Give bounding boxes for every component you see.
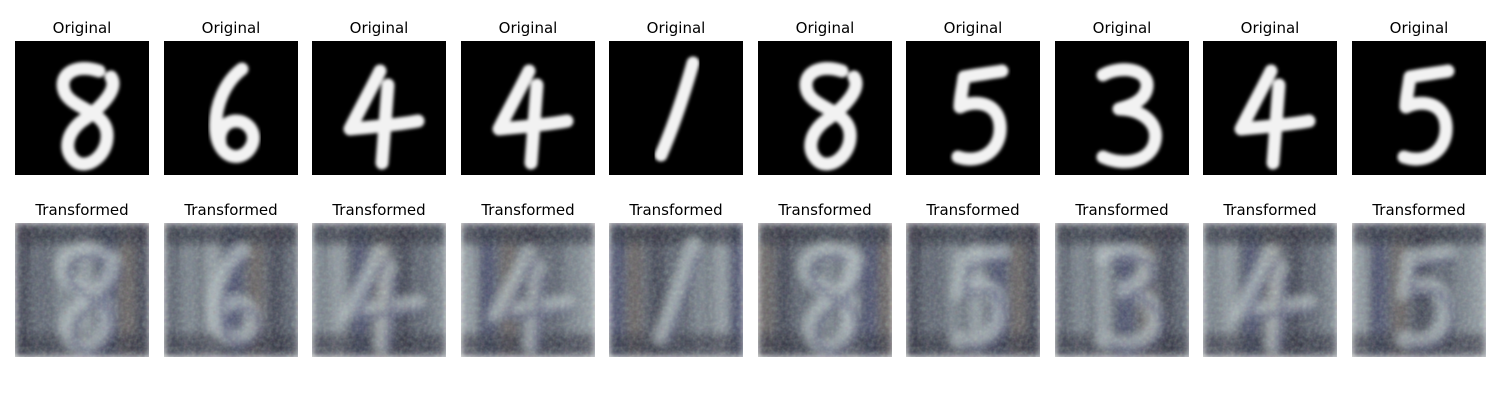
digit-stroke [951, 64, 1009, 166]
transformed-image [1352, 223, 1486, 357]
transformed-image [906, 223, 1040, 357]
digit-stroke [492, 64, 574, 170]
panel-title: Transformed [1223, 201, 1317, 219]
digit-image [15, 41, 149, 175]
digit-stroke [1096, 63, 1162, 169]
panel-title: Transformed [35, 201, 129, 219]
panel-title: Original [349, 19, 409, 37]
digit-image [1203, 41, 1337, 175]
transformed-image [312, 223, 446, 357]
panel-title: Transformed [481, 201, 575, 219]
digit-stroke [209, 62, 260, 163]
digit-image [906, 41, 1040, 175]
digit-stroke [1397, 64, 1455, 166]
panel-title: Transformed [778, 201, 872, 219]
digit-stroke [654, 56, 700, 162]
digit-image [1055, 41, 1189, 175]
panel-title: Transformed [926, 201, 1020, 219]
digit-stroke [343, 64, 425, 170]
panel-title: Transformed [184, 201, 278, 219]
digit-image [461, 41, 595, 175]
digit-image [758, 41, 892, 175]
transformed-image [461, 223, 595, 357]
panel-title: Transformed [332, 201, 426, 219]
panel-title: Original [1092, 19, 1152, 37]
digit-stroke [799, 61, 863, 171]
transformed-image [758, 223, 892, 357]
digit-stroke [56, 61, 120, 171]
panel-title: Original [646, 19, 706, 37]
digit-stroke [1234, 64, 1316, 170]
panel-title: Original [1240, 19, 1300, 37]
panel-title: Original [52, 19, 112, 37]
panel-title: Transformed [629, 201, 723, 219]
panel-title: Original [795, 19, 855, 37]
panel-title: Original [201, 19, 261, 37]
transformed-image [1203, 223, 1337, 357]
panel-title: Original [1389, 19, 1449, 37]
digit-image [609, 41, 743, 175]
transformed-image [609, 223, 743, 357]
digit-image [312, 41, 446, 175]
transformed-image [15, 223, 149, 357]
panel-title: Original [943, 19, 1003, 37]
panel-title: Transformed [1075, 201, 1169, 219]
digit-image [164, 41, 298, 175]
digit-image [1352, 41, 1486, 175]
transformed-image [1055, 223, 1189, 357]
panel-title: Original [498, 19, 558, 37]
panel-title: Transformed [1372, 201, 1466, 219]
transformed-image [164, 223, 298, 357]
